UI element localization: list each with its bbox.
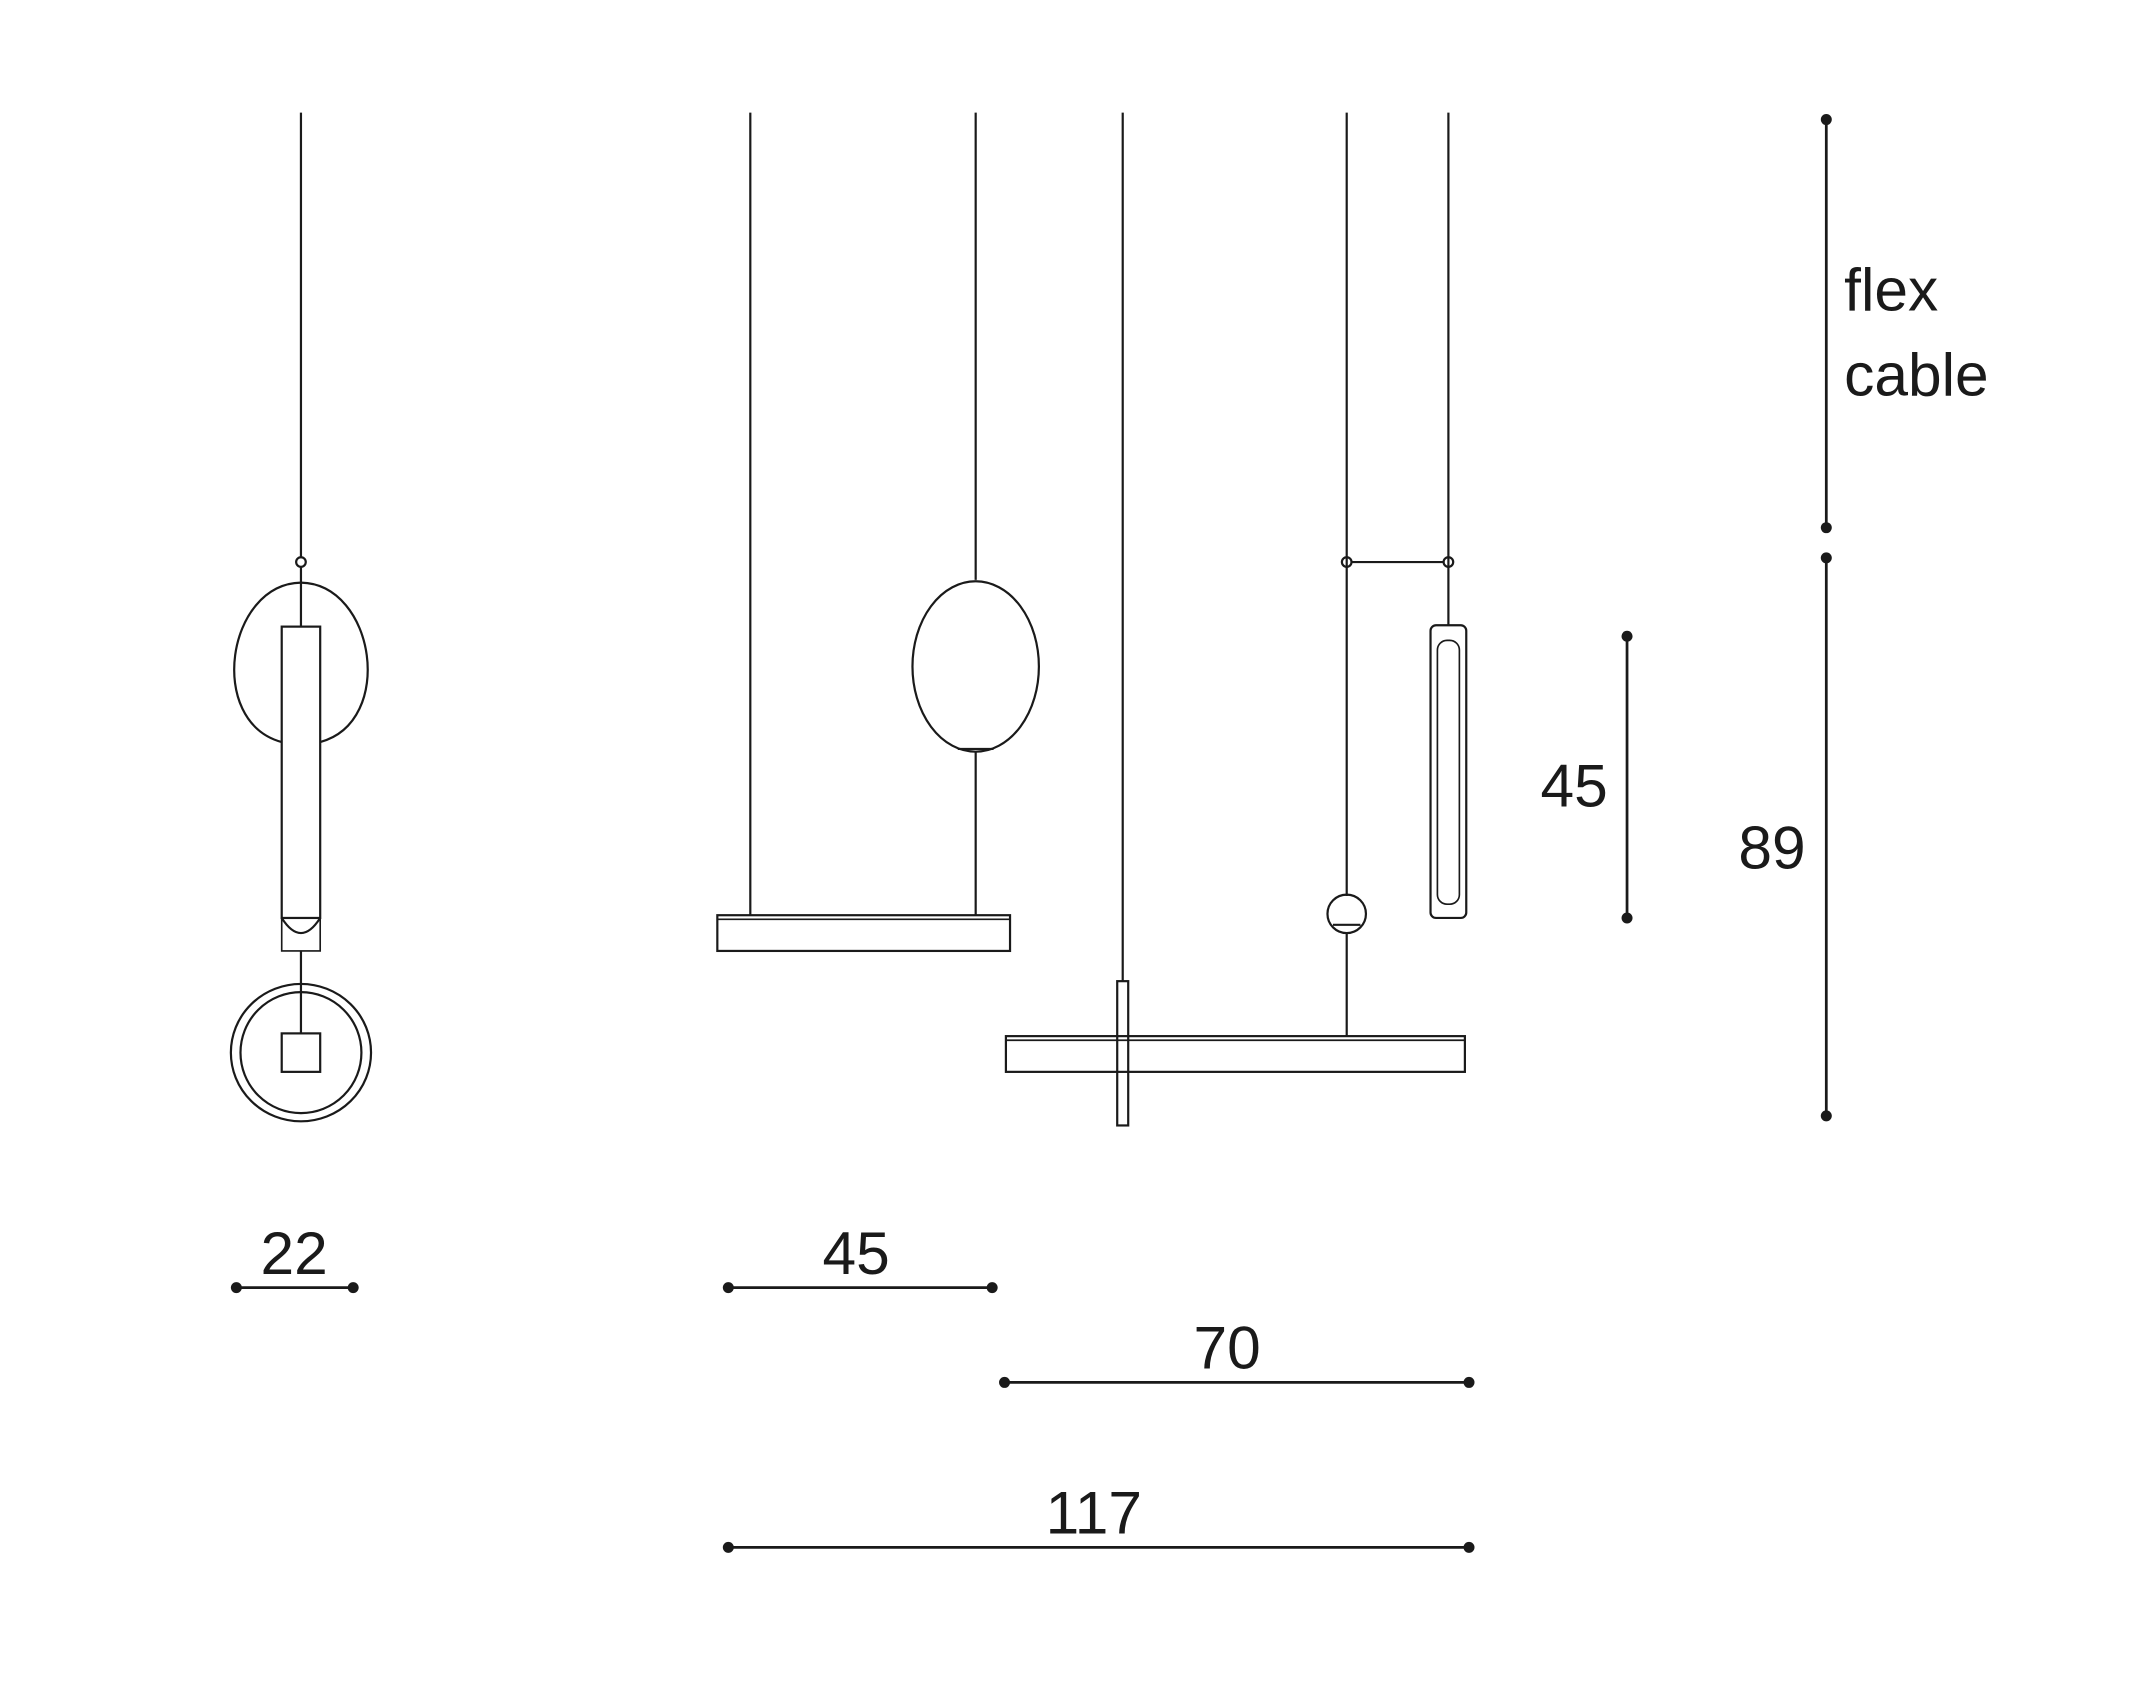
dimension-width-45: 45 [722,1219,998,1294]
flex-label: flex [1844,256,1938,324]
height-89-label: 89 [1738,813,1805,881]
width-45-label: 45 [822,1219,889,1287]
lamp-single-pendant [229,112,373,1123]
dimension-width-117: 117 [722,1479,1475,1553]
lamp-large-bar-composition [1004,112,1468,1127]
dimension-height-89: 89 [1738,552,1832,1122]
lamp-egg-with-bar [716,112,1040,953]
dimension-width-70: 70 [999,1314,1475,1388]
width-22-label: 22 [260,1219,327,1287]
dimension-flex-cable: flex cable [1820,114,1989,534]
cable-label: cable [1844,341,1989,409]
width-70-label: 70 [1194,1314,1261,1382]
height-45-label: 45 [1541,752,1608,820]
dimension-height-45: 45 [1541,630,1633,924]
dimension-width-22: 22 [230,1219,359,1294]
width-117-label: 117 [1046,1479,1142,1547]
